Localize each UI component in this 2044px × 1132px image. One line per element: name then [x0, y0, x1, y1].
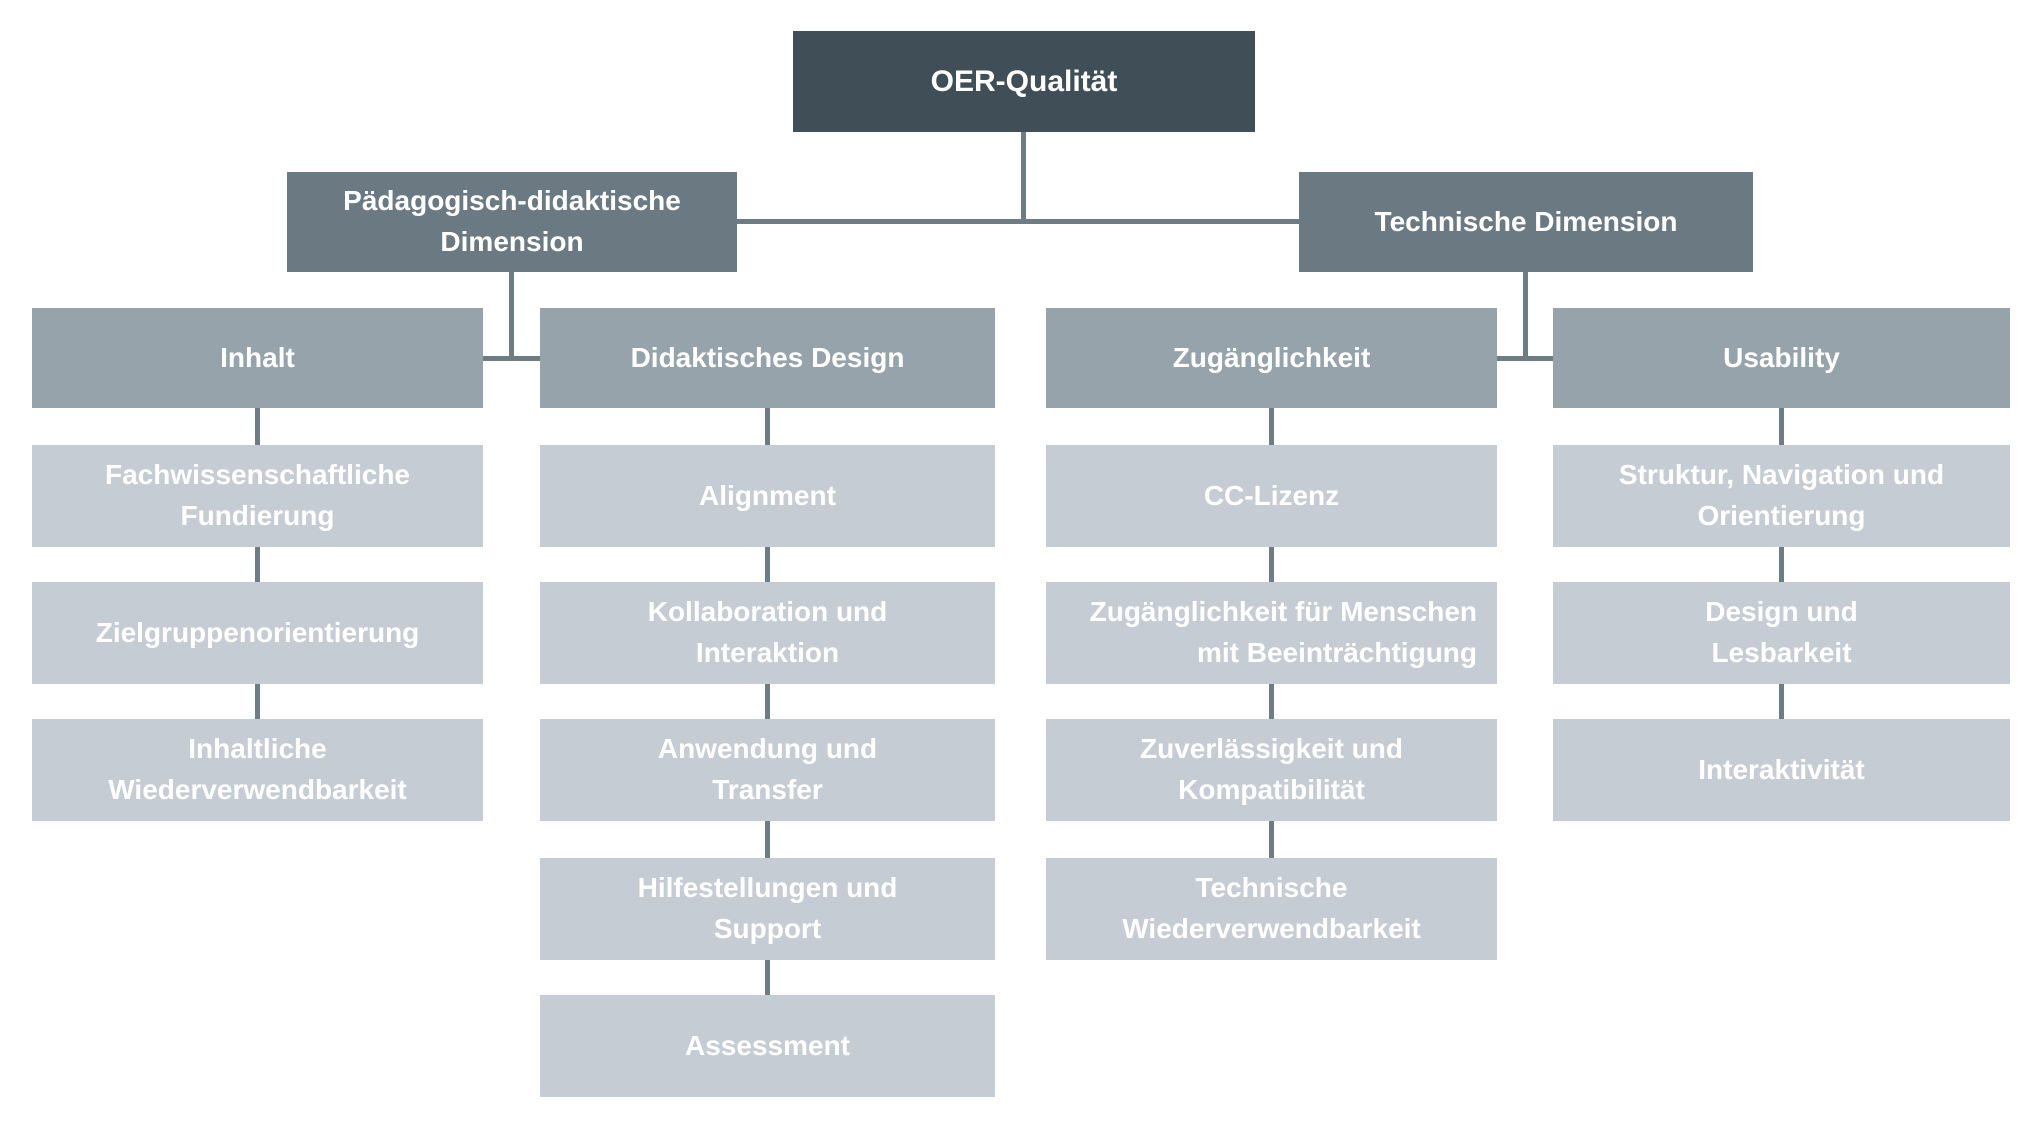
node-label: Inhalt: [220, 341, 295, 373]
node-label: Technische Dimension: [1374, 205, 1678, 237]
node-technische-dimension: Technische Dimension: [1299, 172, 1753, 272]
node-label: Hilfestellungen und Support: [637, 872, 898, 944]
node-technische-wiederverwendbarkeit: Technische Wiederverwendbarkeit: [1046, 858, 1497, 960]
node-label: Kollaboration und Interaktion: [647, 596, 888, 668]
connector-col4-seg2: [1779, 547, 1784, 582]
node-zugaenglichkeit-fuer-menschen-mit-beeintraechtigung: Zugänglichkeit für Menschen mit Beeinträ…: [1046, 582, 1497, 684]
node-oer-qualitaet: OER-Qualität: [793, 31, 1255, 132]
node-struktur-navigation-und-orientierung: Struktur, Navigation und Orientierung: [1553, 445, 2010, 547]
node-label: Alignment: [699, 479, 836, 511]
connector-technisch-vertical: [1523, 272, 1528, 361]
node-hilfestellungen-und-support: Hilfestellungen und Support: [540, 858, 995, 960]
node-fachwissenschaftliche-fundierung: Fachwissenschaftliche Fundierung: [32, 445, 483, 547]
node-label: Inhaltliche Wiederverwendbarkeit: [108, 733, 407, 805]
node-paedagogisch-didaktische-dimension: Pädagogisch-didaktische Dimension: [287, 172, 737, 272]
node-label: Struktur, Navigation und Orientierung: [1618, 459, 1945, 531]
connector-col1-seg2: [255, 547, 260, 582]
node-label: Pädagogisch-didaktische Dimension: [343, 185, 681, 257]
node-label: CC-Lizenz: [1203, 479, 1340, 511]
node-interaktivitaet: Interaktivität: [1553, 719, 2010, 821]
node-label: Didaktisches Design: [630, 341, 905, 373]
node-zielgruppenorientierung: Zielgruppenorientierung: [32, 582, 483, 684]
connector-col2-seg5: [765, 960, 770, 995]
node-label: Interaktivität: [1698, 753, 1865, 785]
node-cc-lizenz: CC-Lizenz: [1046, 445, 1497, 547]
connector-col4-seg1: [1779, 408, 1784, 445]
node-design-und-lesbarkeit: Design und Lesbarkeit: [1553, 582, 2010, 684]
node-label: Anwendung und Transfer: [657, 733, 878, 805]
connector-root-vertical: [1021, 132, 1026, 219]
node-inhaltliche-wiederverwendbarkeit: Inhaltliche Wiederverwendbarkeit: [32, 719, 483, 821]
node-assessment: Assessment: [540, 995, 995, 1097]
node-label: Usability: [1723, 341, 1840, 373]
connector-dimensions-horizontal: [737, 219, 1299, 224]
connector-paedagogisch-vertical: [509, 272, 514, 361]
node-label: Zugänglichkeit für Menschen mit Beeinträ…: [1089, 596, 1477, 668]
connector-col3-seg4: [1269, 821, 1274, 858]
node-anwendung-und-transfer: Anwendung und Transfer: [540, 719, 995, 821]
connector-col2-seg4: [765, 821, 770, 858]
connector-col2-seg3: [765, 684, 770, 719]
connector-col3-seg3: [1269, 684, 1274, 719]
node-kollaboration-und-interaktion: Kollaboration und Interaktion: [540, 582, 995, 684]
node-zugaenglichkeit: Zugänglichkeit: [1046, 308, 1497, 408]
connector-col1-seg1: [255, 408, 260, 445]
node-label: Zugänglichkeit: [1172, 341, 1371, 373]
node-didaktisches-design: Didaktisches Design: [540, 308, 995, 408]
node-zuverlaessigkeit-und-kompatibilitaet: Zuverlässigkeit und Kompatibilität: [1046, 719, 1497, 821]
node-label: Design und Lesbarkeit: [1705, 596, 1858, 668]
connector-paedagogisch-stub: [483, 356, 540, 361]
connector-col3-seg1: [1269, 408, 1274, 445]
connector-col3-seg2: [1269, 547, 1274, 582]
node-usability: Usability: [1553, 308, 2010, 408]
node-label: Technische Wiederverwendbarkeit: [1122, 872, 1421, 944]
node-inhalt: Inhalt: [32, 308, 483, 408]
node-label: Fachwissenschaftliche Fundierung: [104, 459, 410, 531]
connector-col1-seg3: [255, 684, 260, 719]
connector-col2-seg1: [765, 408, 770, 445]
connector-technisch-stub: [1497, 356, 1553, 361]
connector-col4-seg3: [1779, 684, 1784, 719]
node-label: Assessment: [685, 1029, 850, 1061]
node-label: Zielgruppenorientierung: [95, 616, 420, 648]
node-alignment: Alignment: [540, 445, 995, 547]
node-label: OER-Qualität: [930, 64, 1118, 98]
node-label: Zuverlässigkeit und Kompatibilität: [1140, 733, 1403, 805]
connector-col2-seg2: [765, 547, 770, 582]
